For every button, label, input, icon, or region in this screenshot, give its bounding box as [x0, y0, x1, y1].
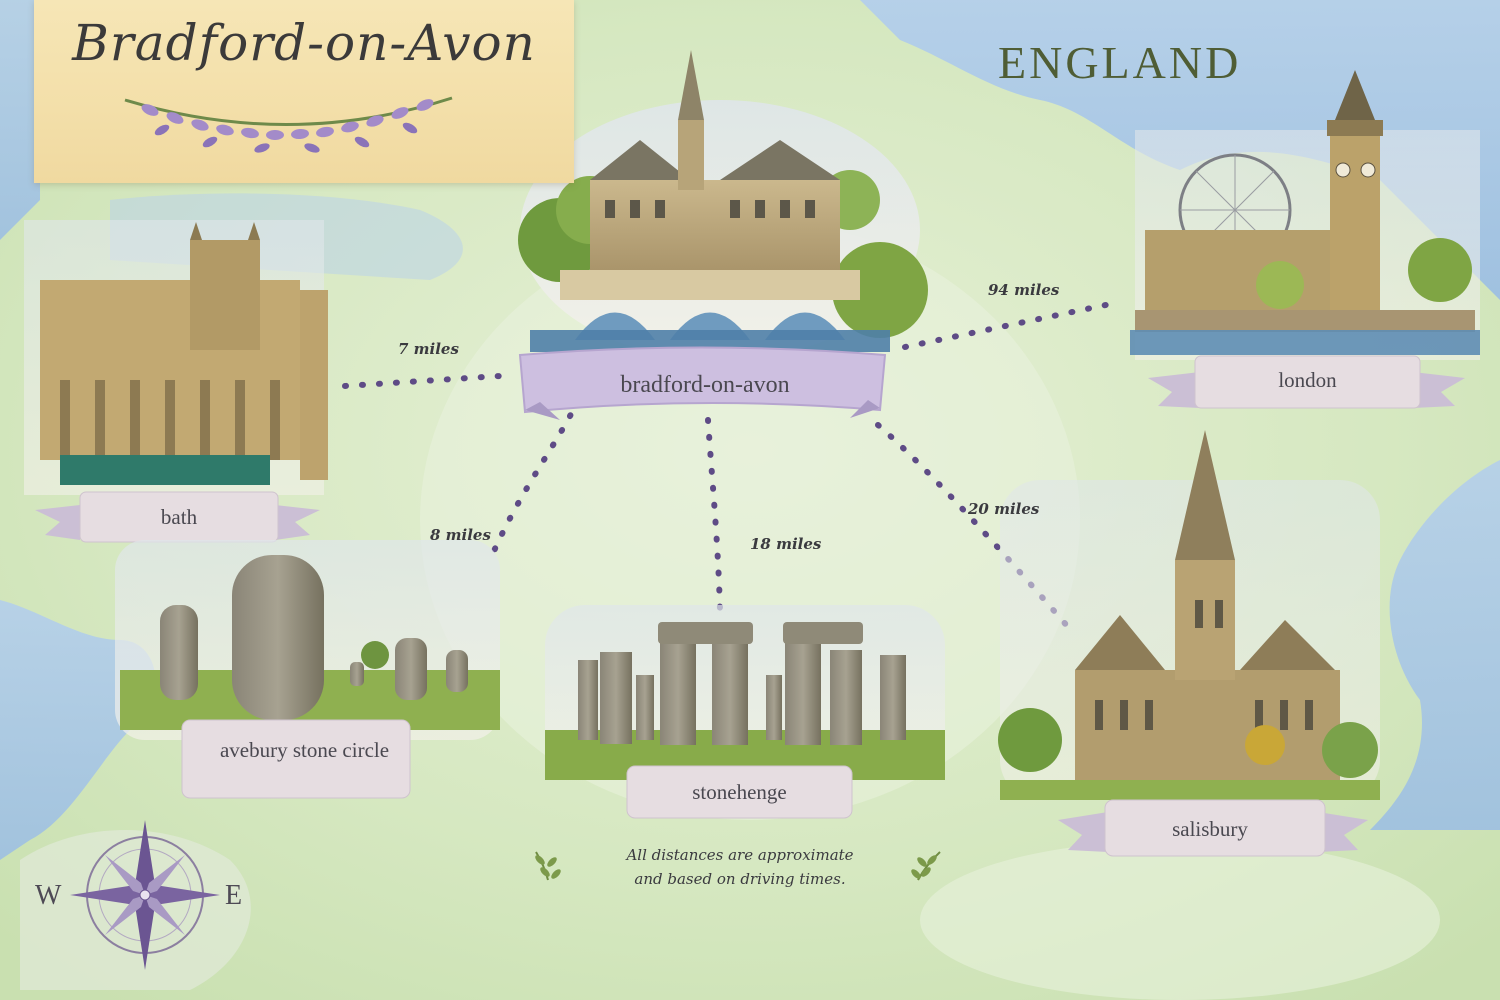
place-label-avebury: avebury stone circle: [219, 738, 390, 762]
ribbon-london: [1148, 355, 1465, 409]
big-ben-illustration: [1130, 70, 1480, 360]
ribbon-avebury: [181, 719, 411, 799]
place-label-salisbury: salisbury: [1172, 817, 1248, 841]
country-heading: ENGLAND: [998, 37, 1242, 88]
ribbon-bradford: [518, 346, 887, 420]
distance-note: All distances are approximate and based …: [610, 843, 870, 891]
route-london: [902, 299, 1123, 350]
town-bridge-illustration: [518, 50, 928, 360]
distance-bath: 7 miles: [398, 340, 459, 358]
routes: [342, 299, 1123, 638]
distance-stonehenge: 18 miles: [750, 535, 822, 553]
leaf-sprig-right-icon: [911, 851, 941, 881]
cathedral-spire-illustration: [998, 430, 1380, 800]
compass-rose-icon: [70, 820, 220, 970]
leaf-sprig-left-icon: [535, 851, 561, 881]
stonehenge-illustration: [545, 605, 945, 780]
ribbon-stonehenge: [626, 765, 853, 819]
place-label-bath: bath: [160, 505, 198, 529]
title-card: Bradford-on-Avon: [34, 0, 574, 183]
place-label-bradford: bradford-on-avon: [620, 372, 790, 398]
distance-salisbury: 20 miles: [968, 500, 1040, 518]
standing-stones-illustration: [115, 540, 500, 740]
map-title: Bradford-on-Avon: [72, 14, 536, 72]
route-avebury: [487, 397, 581, 563]
roman-baths-illustration: [24, 220, 328, 495]
distance-london: 94 miles: [988, 281, 1060, 299]
distance-avebury: 8 miles: [430, 526, 491, 544]
compass-east-label: E: [225, 880, 243, 911]
distance-note-line2: and based on driving times.: [634, 870, 846, 888]
ribbon-bath: [35, 491, 320, 543]
compass-west-label: W: [35, 880, 62, 911]
ribbon-salisbury: [1058, 799, 1368, 857]
place-label-london: london: [1278, 368, 1337, 392]
distance-note-line1: All distances are approximate: [626, 846, 854, 864]
place-label-stonehenge: stonehenge: [692, 780, 787, 804]
